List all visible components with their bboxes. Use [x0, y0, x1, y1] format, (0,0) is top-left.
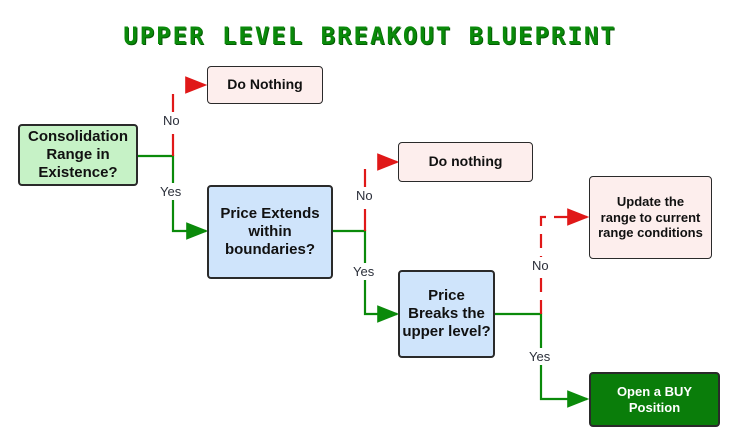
- edge-label-no-3: No: [532, 257, 549, 274]
- edge-no-3: [539, 208, 590, 314]
- node-open-buy: Open a BUY Position: [589, 372, 720, 427]
- edge-label-no-2: No: [356, 187, 373, 204]
- node-do-nothing-1: Do Nothing: [207, 66, 323, 104]
- edge-no-2: [363, 153, 400, 231]
- diagram-title: UPPER LEVEL BREAKOUT BLUEPRINT: [123, 22, 617, 50]
- edge-label-yes-1: Yes: [160, 183, 182, 200]
- node-do-nothing-2: Do nothing: [398, 142, 533, 182]
- edge-label-yes-2: Yes: [353, 263, 375, 280]
- node-consolidation: Consolidation Range in Existence?: [18, 124, 138, 186]
- node-update-range: Update the range to current range condit…: [589, 176, 712, 259]
- edge-label-no-1: No: [163, 112, 180, 129]
- node-price-breaks: Price Breaks the upper level?: [398, 270, 495, 358]
- edge-label-yes-3: Yes: [529, 348, 551, 365]
- node-price-extends: Price Extends within boundaries?: [207, 185, 333, 279]
